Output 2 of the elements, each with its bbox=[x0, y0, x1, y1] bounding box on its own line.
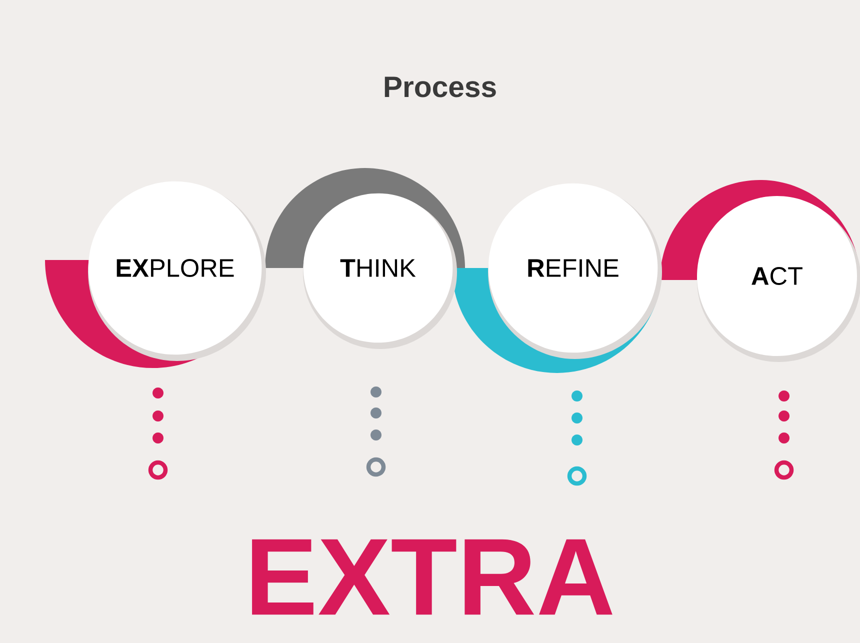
title: Process bbox=[384, 76, 496, 98]
acronym-word: EXTRA bbox=[252, 539, 612, 615]
